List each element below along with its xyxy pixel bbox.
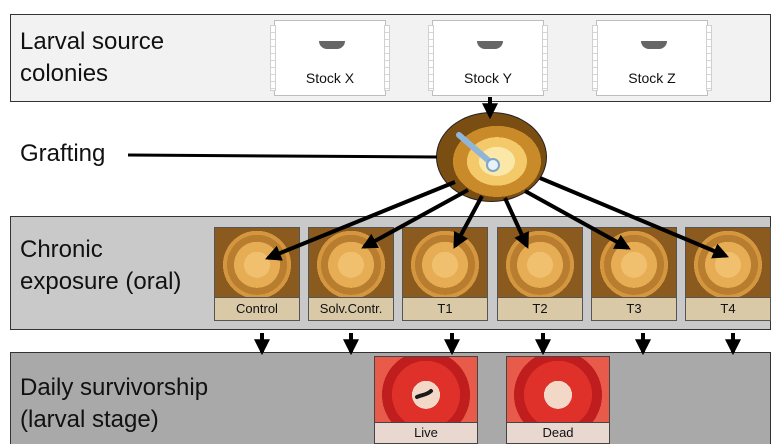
stock-label: Stock Y: [464, 70, 512, 86]
treatment-cup: T3: [591, 227, 677, 321]
treatment-label: T4: [686, 297, 770, 320]
live-larva-photo: Live: [374, 356, 478, 444]
treatment-cup: Control: [214, 227, 300, 321]
stock-label: Stock X: [305, 70, 355, 86]
treatment-label: Control: [215, 297, 299, 320]
connector-line: [127, 153, 438, 159]
treatment-label: T3: [592, 297, 676, 320]
hive-entrance-icon: [641, 41, 667, 49]
dead-larva-photo: Dead: [506, 356, 610, 444]
hive-entrance-icon: [477, 41, 503, 49]
treatment-cup: Solv.Contr.: [308, 227, 394, 321]
outcome-label: Dead: [507, 422, 609, 443]
grafting-photo: [436, 112, 547, 202]
source-row-label: Larval source colonies: [20, 28, 165, 87]
stock-label: Stock Z: [628, 70, 676, 86]
hive-stock-y: Stock Y: [428, 20, 548, 96]
grafting-label: Grafting: [20, 140, 106, 167]
hive-stock-x: Stock X: [270, 20, 390, 96]
hive-stock-z: Stock Z: [592, 20, 712, 96]
treatment-cup: T2: [497, 227, 583, 321]
live-larva-icon: [415, 389, 433, 399]
treatment-cup: T1: [402, 227, 488, 321]
hive-entrance-icon: [319, 41, 345, 49]
exposure-row-label: Chronic exposure (oral): [20, 236, 182, 295]
treatment-label: T1: [403, 297, 487, 320]
treatment-cup: T4: [685, 227, 771, 321]
treatment-label: T2: [498, 297, 582, 320]
survivorship-row-label: Daily survivorship (larval stage): [20, 374, 209, 433]
outcome-label: Live: [375, 422, 477, 443]
treatment-label: Solv.Contr.: [309, 297, 393, 320]
grafting-tool-icon: [456, 132, 500, 172]
